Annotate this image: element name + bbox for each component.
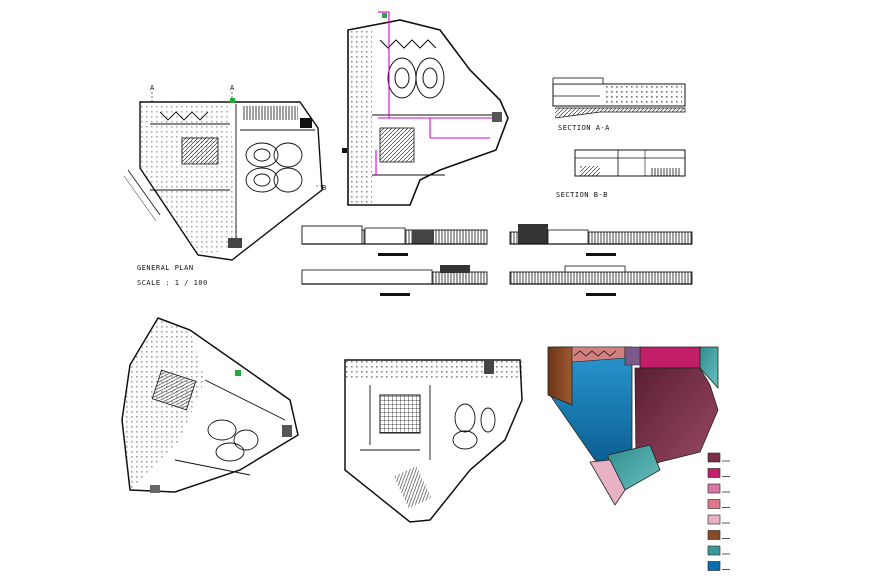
upper-floor-plan-drawing [342,11,509,206]
sections-drawing: SECTION A-A SECTION B-B [552,77,686,199]
general-plan-drawing: A A B GENERAL PLAN SCALE : 1 / 100 [123,84,327,287]
legend-swatch [707,545,721,556]
legend-swatch [707,530,721,540]
section-b-label: SECTION B-B [556,191,608,199]
elevation-west [509,265,693,296]
section-a-label: SECTION A-A [558,124,610,132]
elevations-drawing [301,224,693,296]
axis-marker-a-left: A [150,84,155,92]
section-a-drawing: SECTION A-A [552,77,686,132]
alternate-floor-plan-drawing [344,359,523,523]
general-plan-title: GENERAL PLAN [137,264,194,272]
legend-swatch [707,452,721,463]
legend-swatch [707,483,721,494]
section-b-drawing: SECTION B-B [556,149,686,199]
axis-marker-a-right: A [230,84,235,92]
elevation-east [509,224,693,256]
elevation-south [301,265,488,296]
general-plan-scale: SCALE : 1 / 100 [137,279,208,287]
legend-swatch [707,514,721,525]
zoning-legend [707,452,730,571]
legend-swatch [707,499,721,509]
axis-marker-b: B [322,184,327,192]
zoning-color-plan [547,346,719,506]
ground-floor-plan-drawing [121,317,299,493]
elevation-north [301,225,488,256]
legend-swatch [707,468,721,478]
legend-swatch [707,561,721,571]
